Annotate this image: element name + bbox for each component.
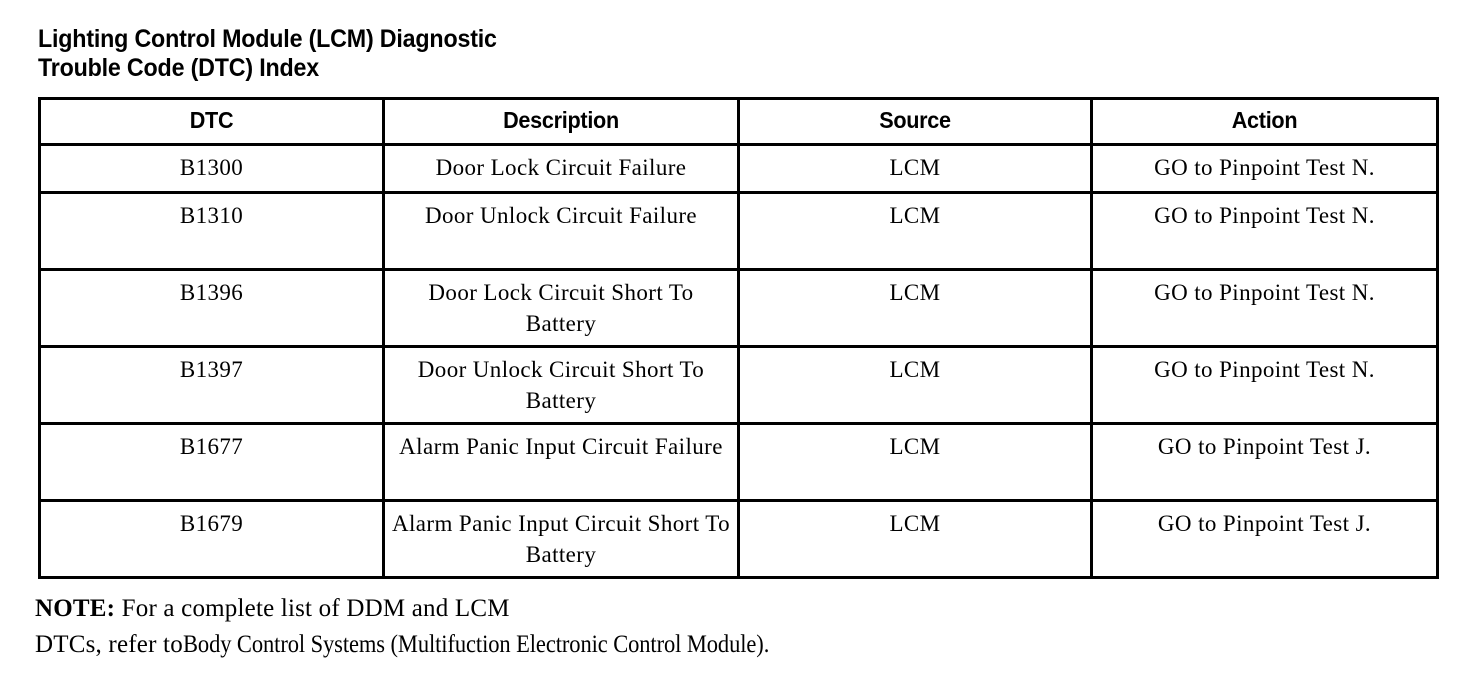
column-header-dtc: DTC: [38, 97, 385, 146]
table-header: DTC Description Source Action: [38, 97, 1439, 146]
cell-dtc: B1397: [38, 345, 385, 425]
dtc-source: LCM: [889, 280, 941, 305]
cell-description: Alarm Panic Input Circuit Short To Batte…: [382, 499, 740, 579]
column-header-dtc-label: DTC: [189, 107, 234, 133]
dtc-action: GO to Pinpoint Test N.: [1154, 357, 1375, 382]
cell-description: Door Lock Circuit Failure: [382, 143, 740, 194]
cell-dtc: B1300: [38, 143, 385, 194]
note-line-1: NOTE: For a complete list of DDM and LCM: [35, 591, 1435, 627]
dtc-action: GO to Pinpoint Test N.: [1154, 155, 1375, 180]
dtc-index-table: DTC Description Source Action B1300 Door…: [38, 97, 1439, 579]
table-header-row: DTC Description Source Action: [38, 97, 1439, 146]
cell-source: LCM: [737, 268, 1093, 348]
dtc-code: B1677: [179, 434, 244, 459]
dtc-source: LCM: [889, 434, 941, 459]
table-row: B1310 Door Unlock Circuit Failure LCM GO…: [38, 191, 1439, 271]
dtc-description: Door Unlock Circuit Failure: [424, 203, 698, 228]
column-header-source-label: Source: [879, 107, 951, 133]
cell-action: GO to Pinpoint Test N.: [1090, 345, 1439, 425]
cell-source: LCM: [737, 345, 1093, 425]
cell-description: Door Unlock Circuit Failure: [382, 191, 740, 271]
cell-dtc: B1677: [38, 422, 385, 502]
table-body: B1300 Door Lock Circuit Failure LCM GO t…: [38, 143, 1439, 579]
column-header-description-label: Description: [503, 107, 619, 133]
dtc-code: B1396: [179, 280, 244, 305]
table-row: B1300 Door Lock Circuit Failure LCM GO t…: [38, 143, 1439, 194]
column-header-source: Source: [737, 97, 1093, 146]
dtc-source: LCM: [889, 155, 941, 180]
note-label: NOTE:: [35, 595, 116, 622]
note-line-1-text: For a complete list of DDM and LCM: [115, 595, 510, 622]
table-row: B1677 Alarm Panic Input Circuit Failure …: [38, 422, 1439, 502]
dtc-source: LCM: [889, 511, 941, 536]
dtc-action: GO to Pinpoint Test J.: [1157, 511, 1372, 536]
note-line-2-prefix: DTCs, refer to: [35, 631, 183, 658]
table-row: B1397 Door Unlock Circuit Short To Batte…: [38, 345, 1439, 425]
note-block: NOTE: For a complete list of DDM and LCM…: [35, 591, 1435, 663]
cell-action: GO to Pinpoint Test J.: [1090, 499, 1439, 579]
column-header-description: Description: [382, 97, 740, 146]
dtc-description: Alarm Panic Input Circuit Short To Batte…: [391, 511, 730, 567]
cell-action: GO to Pinpoint Test N.: [1090, 191, 1439, 271]
dtc-description: Door Unlock Circuit Short To Battery: [417, 357, 705, 413]
page-title: Lighting Control Module (LCM) Diagnostic…: [38, 24, 497, 82]
column-header-action: Action: [1090, 97, 1439, 146]
note-line-2: DTCs, refer toBody Control Systems (Mult…: [35, 627, 1435, 663]
column-header-action-label: Action: [1231, 107, 1298, 133]
cell-action: GO to Pinpoint Test J.: [1090, 422, 1439, 502]
cell-dtc: B1396: [38, 268, 385, 348]
cell-description: Alarm Panic Input Circuit Failure: [382, 422, 740, 502]
cell-description: Door Lock Circuit Short To Battery: [382, 268, 740, 348]
cell-action: GO to Pinpoint Test N.: [1090, 143, 1439, 194]
table-row: B1396 Door Lock Circuit Short To Battery…: [38, 268, 1439, 348]
cell-action: GO to Pinpoint Test N.: [1090, 268, 1439, 348]
cell-source: LCM: [737, 499, 1093, 579]
dtc-code: B1397: [179, 357, 244, 382]
dtc-code: B1300: [179, 155, 244, 180]
cell-dtc: B1310: [38, 191, 385, 271]
note-reference-title: Body Control Systems (Multifuction Elect…: [182, 631, 770, 658]
dtc-description: Alarm Panic Input Circuit Failure: [399, 434, 723, 459]
cell-dtc: B1679: [38, 499, 385, 579]
dtc-action: GO to Pinpoint Test N.: [1154, 280, 1375, 305]
dtc-source: LCM: [889, 357, 941, 382]
dtc-code: B1310: [179, 203, 244, 228]
cell-source: LCM: [737, 191, 1093, 271]
cell-source: LCM: [737, 422, 1093, 502]
dtc-source: LCM: [889, 203, 941, 228]
dtc-action: GO to Pinpoint Test J.: [1157, 434, 1372, 459]
dtc-action: GO to Pinpoint Test N.: [1154, 203, 1375, 228]
dtc-code: B1679: [179, 511, 244, 536]
dtc-description: Door Lock Circuit Failure: [435, 155, 687, 180]
dtc-description: Door Lock Circuit Short To Battery: [428, 280, 694, 336]
table-row: B1679 Alarm Panic Input Circuit Short To…: [38, 499, 1439, 579]
cell-source: LCM: [737, 143, 1093, 194]
cell-description: Door Unlock Circuit Short To Battery: [382, 345, 740, 425]
